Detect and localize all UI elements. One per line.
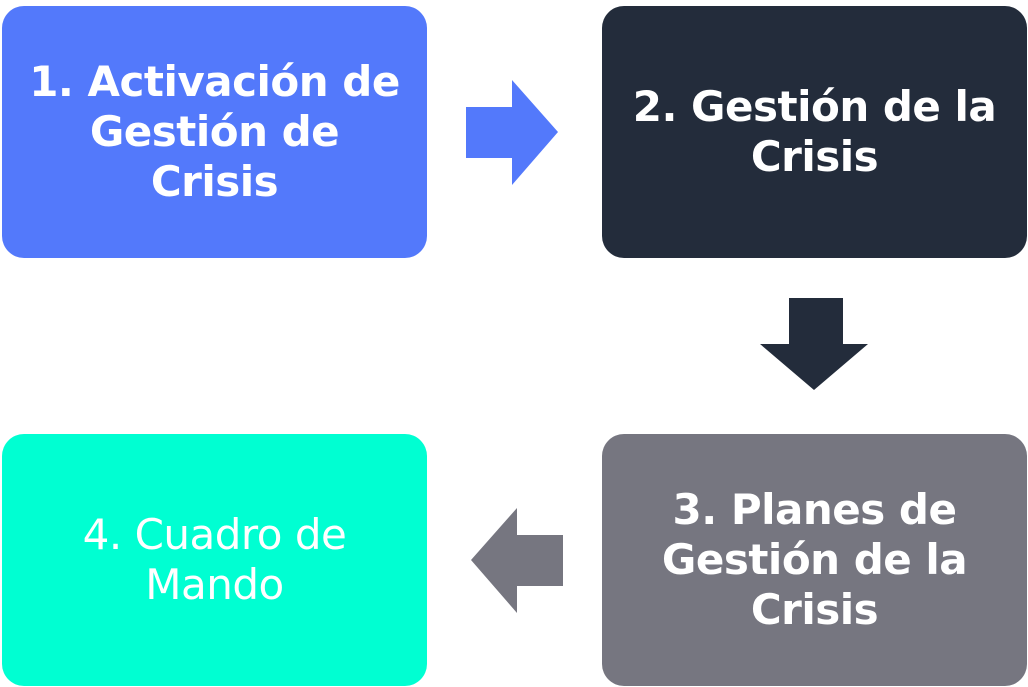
step-1-label: 1. Activación de Gestión de Crisis <box>29 57 400 207</box>
arrow-right-shape <box>466 80 558 185</box>
step-4-line-2: Mando <box>145 560 284 609</box>
step-3-label: 3. Planes de Gestión de la Crisis <box>661 485 968 635</box>
arrow-left-shape <box>471 508 563 613</box>
step-4-box: 4. Cuadro de Mando <box>2 434 427 686</box>
step-4-label: 4. Cuadro de Mando <box>83 510 347 610</box>
step-2-line-2: Crisis <box>750 132 879 181</box>
step-2-box: 2. Gestión de la Crisis <box>602 6 1027 258</box>
step-1-box: 1. Activación de Gestión de Crisis <box>2 6 427 258</box>
step-1-line-1: 1. Activación de <box>29 57 400 106</box>
arrow-right-icon <box>466 80 558 185</box>
arrow-down-icon <box>760 298 868 390</box>
step-3-line-2: Gestión de la <box>661 535 968 584</box>
step-3-box: 3. Planes de Gestión de la Crisis <box>602 434 1027 686</box>
step-3-line-3: Crisis <box>750 585 879 634</box>
step-1-line-2: Gestión de <box>89 107 340 156</box>
step-4-line-1: 4. Cuadro de <box>82 510 347 559</box>
arrow-left-icon <box>471 508 563 613</box>
step-2-line-1: 2. Gestión de la <box>632 82 997 131</box>
step-3-line-1: 3. Planes de <box>672 485 957 534</box>
step-2-label: 2. Gestión de la Crisis <box>633 82 997 182</box>
step-1-line-3: Crisis <box>150 157 279 206</box>
arrow-down-shape <box>760 298 868 390</box>
